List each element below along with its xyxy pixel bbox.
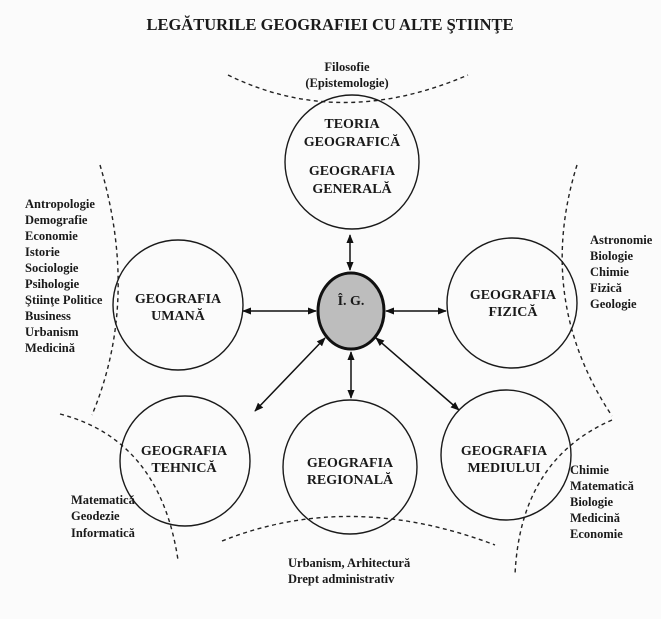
- node-geografia-regionala-circle: [282, 399, 418, 535]
- boundary-right: [561, 164, 613, 417]
- related-item: Geodezie: [71, 509, 120, 523]
- node-left-line: UMANĂ: [151, 307, 206, 324]
- related-item: Biologie: [590, 249, 634, 263]
- related-item: Biologie: [570, 495, 614, 509]
- related-item: Demografie: [25, 213, 88, 227]
- node-bottom-line: REGIONALĂ: [307, 471, 394, 488]
- related-item: Medicină: [25, 341, 76, 355]
- related-item: Matematică: [71, 493, 136, 507]
- node-left-line: GEOGRAFIA: [135, 292, 222, 307]
- related-item: Ştiinţe Politice: [25, 293, 103, 307]
- related-bottom-right: Chimie Matematică Biologie Medicină Econ…: [570, 463, 635, 541]
- node-top-line: GEOGRAFICĂ: [304, 133, 401, 150]
- boundary-top: [227, 74, 469, 104]
- related-item: Fizică: [590, 281, 623, 295]
- related-item: Psihologie: [25, 277, 80, 291]
- node-bottom-left-line: GEOGRAFIA: [141, 444, 228, 459]
- related-item: (Epistemologie): [305, 76, 388, 90]
- domain-boundaries: [59, 74, 613, 576]
- boundary-bottom-right: [514, 419, 613, 576]
- arrow-bottom-left: [254, 337, 326, 412]
- related-top: Filosofie (Epistemologie): [305, 60, 388, 90]
- related-item: Drept administrativ: [288, 572, 395, 586]
- related-bottom: Urbanism, Arhitectură Drept administrati…: [288, 556, 411, 586]
- related-item: Istorie: [25, 245, 60, 259]
- node-geografia-tehnica-circle: [119, 395, 251, 527]
- related-item: Urbanism, Arhitectură: [288, 556, 411, 570]
- related-item: Geologie: [590, 297, 637, 311]
- related-item: Economie: [25, 229, 78, 243]
- related-item: Astronomie: [590, 233, 653, 247]
- node-geografia-fizica-circle: [446, 237, 578, 369]
- related-item: Informatică: [71, 526, 136, 540]
- center-node-label: Î. G.: [338, 292, 365, 309]
- node-right-line: GEOGRAFIA: [470, 288, 557, 303]
- node-left-label: GEOGRAFIA UMANĂ: [135, 292, 222, 324]
- center-node-ellipse: [316, 271, 386, 351]
- node-top-label: TEORIA GEOGRAFICĂ GEOGRAFIA GENERALĂ: [304, 117, 401, 197]
- node-teoria-geografica-circle: [284, 94, 420, 230]
- node-bottom-left-label: GEOGRAFIA TEHNICĂ: [141, 444, 228, 476]
- node-bottom-label: GEOGRAFIA REGIONALĂ: [307, 456, 394, 488]
- node-right-label: GEOGRAFIA FIZICĂ: [470, 288, 557, 320]
- arrow-bottom-right: [375, 337, 460, 411]
- boundary-bottom-left: [59, 413, 179, 561]
- boundary-bottom: [221, 515, 496, 546]
- related-item: Economie: [570, 527, 623, 541]
- related-item: Business: [25, 309, 71, 323]
- related-right: Astronomie Biologie Chimie Fizică Geolog…: [590, 233, 653, 311]
- connection-arrows: [242, 234, 460, 412]
- related-item: Chimie: [570, 463, 609, 477]
- node-top-line: GEOGRAFIA: [309, 164, 396, 179]
- related-item: Matematică: [570, 479, 635, 493]
- node-bottom-line: GEOGRAFIA: [307, 456, 394, 471]
- node-bottom-right-line: GEOGRAFIA: [461, 444, 548, 459]
- node-bottom-right-line: MEDIULUI: [467, 461, 540, 476]
- node-right-line: FIZICĂ: [488, 303, 538, 320]
- node-geografia-umana-circle: [112, 239, 244, 371]
- related-item: Urbanism: [25, 325, 79, 339]
- node-top-line: TEORIA: [324, 117, 380, 132]
- related-item: Sociologie: [25, 261, 79, 275]
- diagram-title: LEGĂTURILE GEOGRAFIEI CU ALTE ŞTIINŢE: [146, 15, 513, 34]
- node-top-line: GENERALĂ: [312, 180, 392, 197]
- node-geografia-mediului-circle: [440, 389, 572, 521]
- node-bottom-right-label: GEOGRAFIA MEDIULUI: [461, 444, 548, 476]
- related-item: Filosofie: [324, 60, 370, 74]
- related-item: Antropologie: [25, 197, 95, 211]
- related-item: Medicină: [570, 511, 621, 525]
- related-item: Chimie: [590, 265, 629, 279]
- related-bottom-left: Matematică Geodezie Informatică: [71, 493, 136, 540]
- node-bottom-left-line: TEHNICĂ: [151, 459, 217, 476]
- related-left: Antropologie Demografie Economie Istorie…: [25, 197, 103, 355]
